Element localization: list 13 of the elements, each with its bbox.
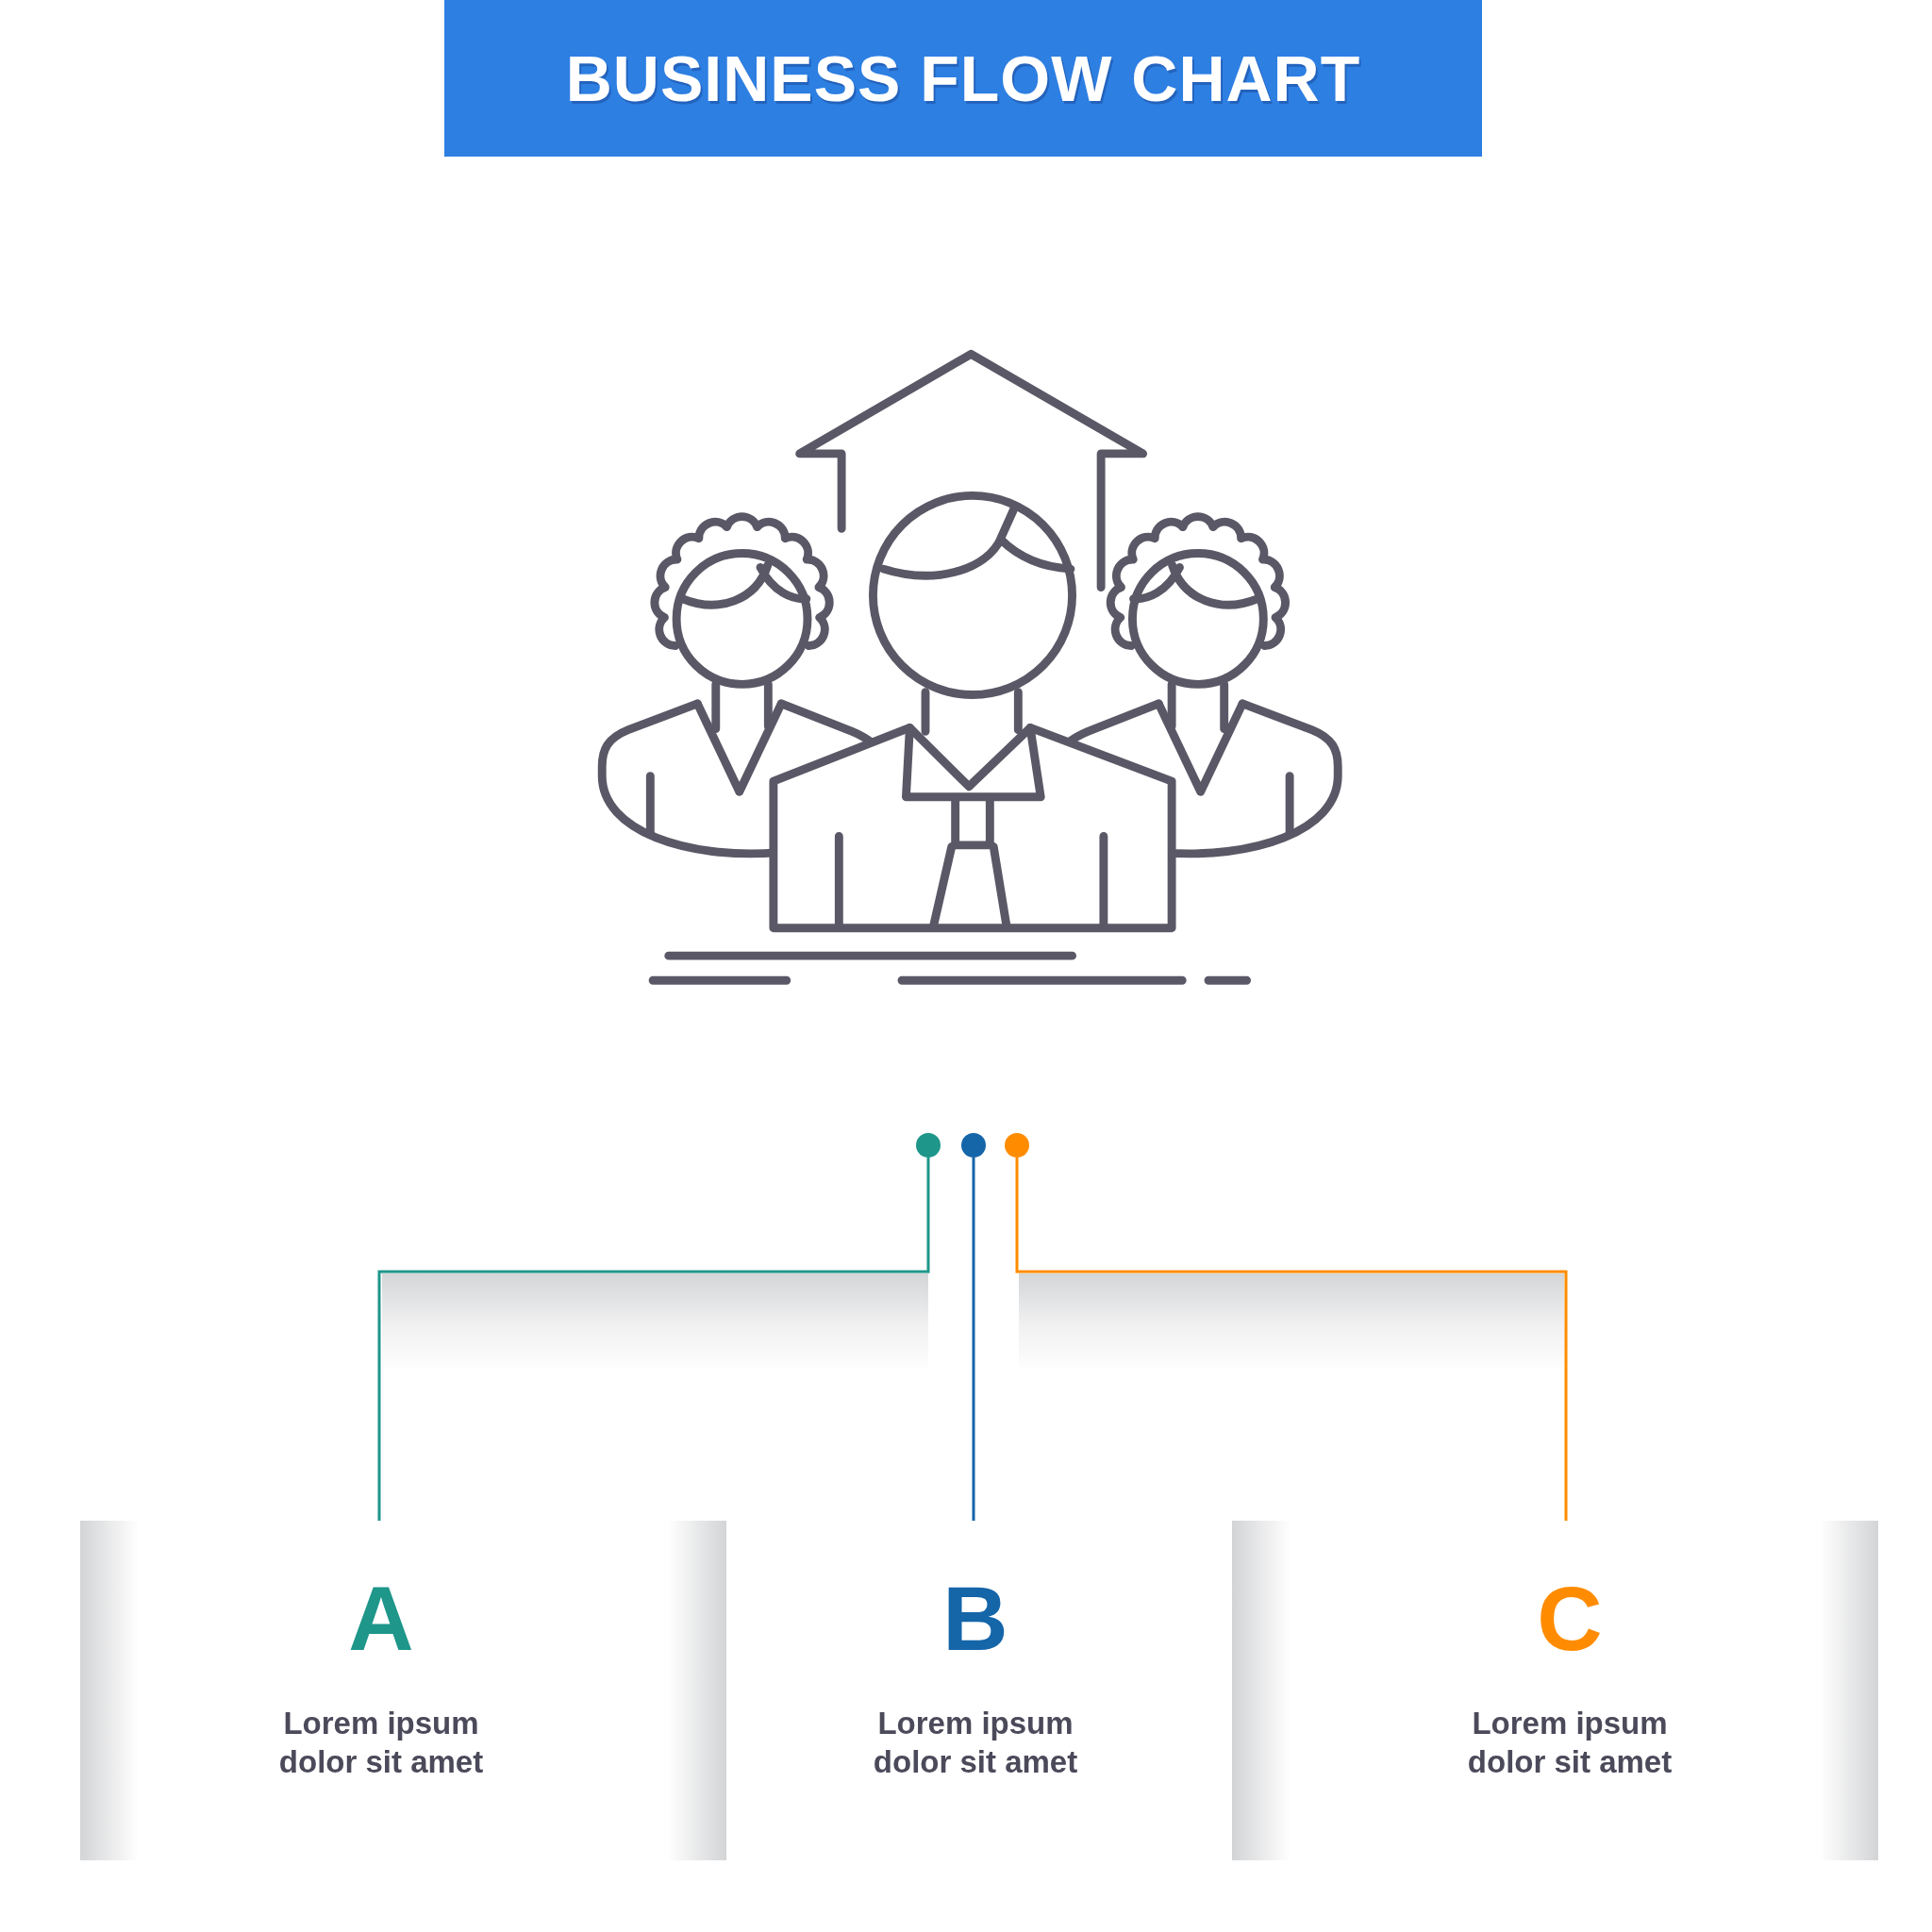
step-description: Lorem ipsum dolor sit amet [872,1705,1079,1781]
step-letter: C [1536,1572,1604,1666]
title-text: BUSINESS FLOW CHART [565,42,1361,116]
connector-line [377,1158,930,1521]
step-letter: A [347,1572,415,1666]
connector-line [972,1158,975,1521]
step-description: Lorem ipsum dolor sit amet [277,1705,485,1781]
step-description: Lorem ipsum dolor sit amet [1466,1705,1674,1781]
connector-dot [916,1133,941,1158]
connector-dot [1005,1133,1029,1158]
step-letter: B [941,1572,1009,1666]
connector-dot [961,1133,986,1158]
connector-line [1015,1158,1568,1521]
